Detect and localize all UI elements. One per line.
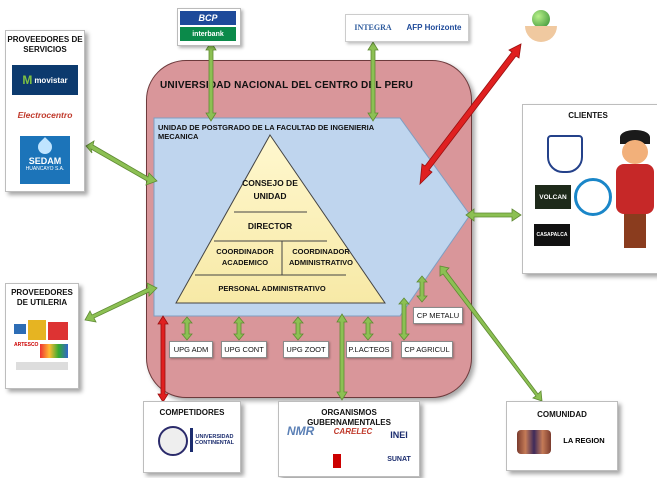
proveedores-utileria-box: PROVEEDORES DE UTILERIA ARTESCO: [5, 283, 79, 389]
inei-logo: INEI: [390, 430, 408, 440]
comunidad-box: COMUNIDAD LA REGION: [506, 401, 618, 471]
mascot-face-icon: [622, 140, 648, 164]
interbank-logo: interbank: [180, 27, 236, 41]
movistar-m-icon: M: [22, 73, 33, 87]
comunidad-title: COMUNIDAD: [537, 410, 587, 419]
utileria-product-icon: [14, 324, 26, 334]
unit-cp-agricul: CP AGRICUL: [401, 341, 453, 358]
mem-logo: NMR: [287, 424, 315, 438]
carelec-logo: CARELEC: [333, 426, 373, 436]
utileria-product-icon-4: [40, 344, 68, 358]
client-mascot-icon: [612, 130, 657, 248]
utileria-product-icon-5: [16, 362, 68, 370]
bcp-logo: BCP: [180, 11, 236, 25]
ministerio-logo: [333, 454, 385, 468]
globe-icon: [532, 10, 550, 28]
afp-horizonte-logo: AFP Horizonte: [406, 22, 462, 32]
clientes-title: CLIENTES: [568, 111, 608, 120]
client-circle-logo: [574, 178, 612, 216]
movistar-text: movistar: [34, 75, 68, 85]
unit-cp-metalu: CP METALU: [413, 307, 463, 324]
proveedores-servicios-title: PROVEEDORES DE SERVICIOS: [7, 35, 83, 54]
pyramid-coord-administrativo: COORDINADOR ADMINISTRATIVO: [288, 247, 354, 267]
integra-logo: INTEGRA: [354, 22, 392, 32]
environment-globe-icon: [523, 8, 559, 48]
unit-upg-zoot: UPG ZOOT: [283, 341, 329, 358]
competitor-crest-logo: [158, 426, 188, 456]
competidores-title: COMPETIDORES: [159, 408, 225, 417]
client-shield-logo: [547, 135, 583, 173]
proveedores-utileria-title: PROVEEDORES DE UTILERIA: [11, 288, 73, 307]
competidores-box: COMPETIDORES UNIVERSIDAD CONTINENTAL: [143, 401, 241, 473]
hands-icon: [525, 26, 557, 42]
postgrado-unit-title: UNIDAD DE POSTGRADO DE LA FACULTAD DE IN…: [158, 123, 374, 141]
movistar-logo: M movistar: [12, 65, 78, 95]
comunidad-region-label: LA REGION: [563, 436, 605, 445]
continental-logo: UNIVERSIDAD CONTINENTAL: [190, 428, 236, 452]
mascot-legs-icon: [624, 214, 646, 248]
volcan-logo: VOLCAN: [535, 185, 571, 209]
proveedores-servicios-box: PROVEEDORES DE SERVICIOS M movistar Elec…: [5, 30, 85, 192]
mascot-hair-icon: [620, 130, 650, 144]
sedam-logo: SEDAM HUANCAYO S.A.: [20, 136, 70, 184]
mascot-body-icon: [616, 164, 654, 214]
utileria-logos: ARTESCO: [14, 320, 70, 376]
electrocentro-logo: Electrocentro: [17, 110, 73, 120]
university-title: UNIVERSIDAD NACIONAL DEL CENTRO DEL PERU: [160, 80, 414, 91]
pyramid-personal: PERSONAL ADMINISTRATIVO: [218, 284, 326, 293]
sedam-text: SEDAM: [28, 156, 62, 166]
people-group-icon: [517, 430, 551, 454]
unit-upg-cont: UPG CONT: [221, 341, 267, 358]
arrow-clientes: [465, 208, 522, 222]
utileria-product-icon-3: [48, 322, 68, 340]
unit-placteos: P.LACTEOS: [346, 341, 392, 358]
casapalca-logo: CASAPALCA: [534, 224, 570, 246]
pyramid-director: DIRECTOR: [247, 221, 293, 231]
utileria-product-icon-2: [28, 320, 46, 340]
banks-box: BCP interbank: [177, 8, 241, 46]
pyramid-coord-academico: COORDINADOR ACADEMICO: [216, 247, 274, 267]
organismos-box: ORGANISMOS GUBERNAMENTALES NMR CARELEC I…: [278, 401, 420, 477]
artesco-logo: ARTESCO: [14, 342, 39, 348]
water-drop-icon: [35, 137, 55, 157]
afp-box: INTEGRA AFP Horizonte: [345, 14, 469, 42]
organismos-title: ORGANISMOS GUBERNAMENTALES: [307, 408, 391, 427]
sunat-logo: SUNAT: [387, 455, 411, 463]
unit-upg-adm: UPG ADM: [169, 341, 213, 358]
pyramid-consejo: CONSEJO DE UNIDAD: [242, 178, 298, 201]
sedam-sub-text: HUANCAYO S.A.: [25, 166, 65, 172]
